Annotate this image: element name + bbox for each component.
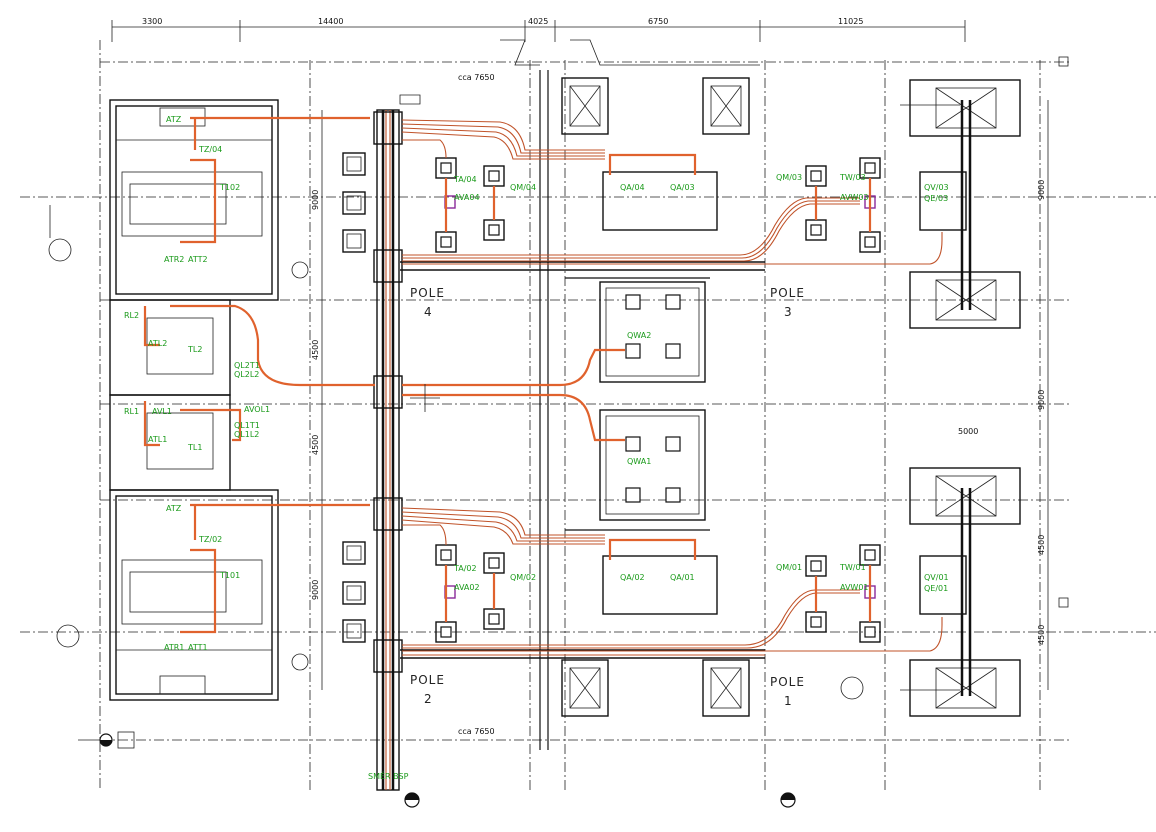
label-qm04: QM/04 — [510, 183, 536, 192]
label-qm01: QM/01 — [776, 563, 802, 572]
label-qa01: QA/01 — [670, 573, 695, 582]
dim-6750: 6750 — [648, 17, 668, 26]
label-qm03: QM/03 — [776, 173, 802, 182]
label-t102: T102 — [219, 183, 240, 192]
label-atr1: ATR1 — [164, 643, 184, 652]
label-rl1: RL1 — [124, 407, 139, 416]
label-tz04: TZ/04 — [198, 145, 222, 154]
pole-4-number: 4 — [424, 305, 433, 319]
right-dimension-line: 9000 9000 4500 4500 5000 — [958, 100, 1049, 690]
pole-labels: POLE 4 POLE 3 POLE 2 POLE 1 — [410, 286, 805, 708]
label-atl2: ATL2 — [148, 339, 167, 348]
label-atz-top: ATZ — [166, 115, 182, 124]
label-t101: T101 — [219, 571, 240, 580]
label-atr2: ATR2 — [164, 255, 184, 264]
label-ql1t1: QL1T1 — [234, 421, 260, 430]
pole-2-number: 2 — [424, 692, 433, 706]
label-avw03: AVW03 — [840, 193, 869, 202]
pole-4-word: POLE — [410, 286, 445, 300]
label-ql2l2: QL2L2 — [234, 370, 259, 379]
pole-3-word: POLE — [770, 286, 805, 300]
label-tw01: TW/01 — [839, 563, 866, 572]
label-tw03: TW/03 — [839, 173, 866, 182]
dim-right-5000: 5000 — [958, 427, 978, 436]
cable-routes — [143, 116, 943, 656]
label-avl1: AVL1 — [152, 407, 172, 416]
label-ava04: AVA04 — [454, 193, 480, 202]
left-dimension-line: 9000 4500 4500 9000 cca 7650 cca 7650 — [311, 73, 495, 736]
dim-right-4500a: 4500 — [1037, 535, 1046, 555]
label-qwa1: QWA1 — [627, 457, 651, 466]
label-att2: ATT2 — [188, 255, 208, 264]
label-qwa2: QWA2 — [627, 331, 651, 340]
label-ql1l2: QL1L2 — [234, 430, 259, 439]
label-qm02: QM/02 — [510, 573, 536, 582]
dim-right-9000a: 9000 — [1037, 180, 1046, 200]
label-tz02: TZ/02 — [198, 535, 222, 544]
label-avw01: AVW01 — [840, 583, 869, 592]
label-qv01: QV/01 — [924, 573, 949, 582]
dim-right-9000b: 9000 — [1037, 390, 1046, 410]
equipment-labels: ATZ TZ/04 T102 ATR2 ATT2 RL2 ATL2 TL2 QL… — [124, 115, 949, 781]
dim-cca-bottom: cca 7650 — [458, 727, 495, 736]
top-dimension-line: 3300 14400 4025 6750 11025 — [111, 17, 966, 66]
label-atl1: ATL1 — [148, 435, 167, 444]
left-building — [109, 99, 279, 701]
misc-symbols — [78, 94, 960, 808]
grid-axes — [20, 40, 1156, 790]
label-att1: ATT1 — [188, 643, 208, 652]
pole-1-word: POLE — [770, 675, 805, 689]
label-qa04: QA/04 — [620, 183, 645, 192]
horizontal-trenches — [400, 70, 765, 750]
dim-left-9000a: 9000 — [311, 190, 320, 210]
label-ql2t1: QL2T1 — [234, 361, 260, 370]
label-ta02: TA/02 — [453, 564, 477, 573]
label-tl1: TL1 — [187, 443, 202, 452]
label-avol1: AVOL1 — [244, 405, 270, 414]
equipment-foundations — [342, 77, 1021, 717]
pole-2-word: POLE — [410, 673, 445, 687]
label-ta04: TA/04 — [453, 175, 477, 184]
label-qv03: QV/03 — [924, 183, 949, 192]
label-rl2: RL2 — [124, 311, 139, 320]
dim-right-4500b: 4500 — [1037, 625, 1046, 645]
pole-1-number: 1 — [784, 694, 793, 708]
dim-left-4500a: 4500 — [311, 340, 320, 360]
label-ava02: AVA02 — [454, 583, 480, 592]
dim-3300: 3300 — [142, 17, 162, 26]
label-atz-bottom: ATZ — [166, 504, 182, 513]
label-qa03: QA/03 — [670, 183, 695, 192]
dim-11025: 11025 — [838, 17, 863, 26]
label-tl2: TL2 — [187, 345, 202, 354]
dim-4025: 4025 — [528, 17, 548, 26]
dim-left-9000b: 9000 — [311, 580, 320, 600]
dim-14400: 14400 — [318, 17, 343, 26]
label-qe03: QE/03 — [924, 194, 948, 203]
dim-cca-top: cca 7650 — [458, 73, 495, 82]
label-qe01: QE/01 — [924, 584, 948, 593]
pole-3-number: 3 — [784, 305, 793, 319]
label-smer-bsp: SMĚR BSP — [368, 770, 409, 781]
dim-left-4500b: 4500 — [311, 435, 320, 455]
main-cable-trench — [373, 109, 403, 791]
label-qa02: QA/02 — [620, 573, 645, 582]
